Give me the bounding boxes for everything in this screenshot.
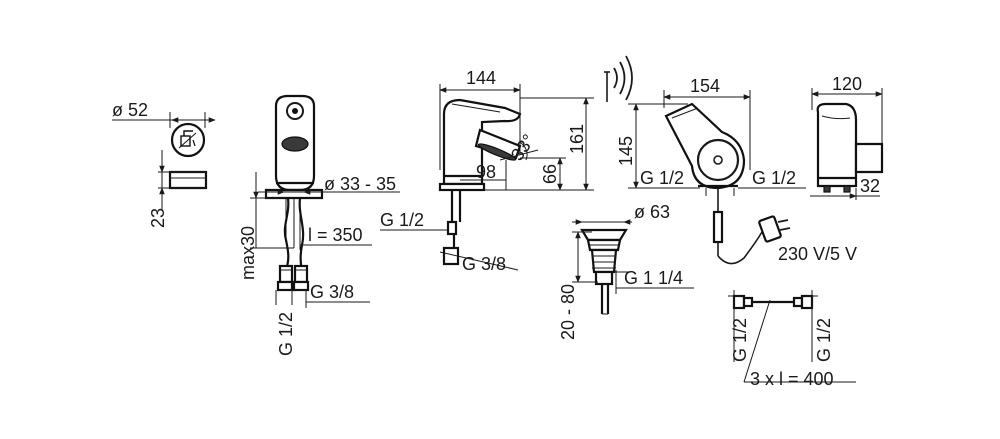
width-32-label: 32: [860, 176, 880, 196]
thread-g12-left-label: G 1/2: [276, 312, 296, 356]
width-144-label: 144: [466, 68, 496, 88]
control-unit: 154 145 G 1/2 G 1/2 230 V/5 V: [604, 55, 857, 265]
diameter-33-35-label: ø 33 - 35: [324, 174, 396, 194]
diameter-63-label: ø 63: [634, 202, 670, 222]
power-supply-label: 230 V/5 V: [778, 244, 857, 264]
power-plug-icon: [758, 215, 791, 243]
thread-g12-hose1-label: G 1/2: [730, 318, 750, 362]
thread-g12-r1-label: G 1/2: [640, 168, 684, 188]
cap-top-view: ø 52 23: [112, 100, 216, 228]
connection-hose: G 1/2 G 1/2 3 x l = 400: [728, 290, 856, 389]
thread-g12-hose2-label: G 1/2: [814, 318, 834, 362]
tap-front-view: ø 33 - 35 max30 l = 350 G 3/8 G 1/2: [238, 94, 400, 356]
height-23-label: 23: [148, 208, 168, 228]
height-161-label: 161: [567, 124, 587, 154]
width-154-label: 154: [690, 76, 720, 96]
tap-side-view: 144 161 33° 98 66 G 1/2 G 3/8: [380, 68, 594, 274]
waste-valve: ø 63 20 - 80 G 1 1/4: [558, 202, 694, 340]
width-120-label: 120: [832, 74, 862, 94]
height-66-label: 66: [540, 164, 560, 184]
max30-label: max30: [238, 226, 258, 280]
thread-g114-label: G 1 1/4: [624, 268, 683, 288]
diameter-52-label: ø 52: [112, 100, 148, 120]
control-unit-side: 120 32: [810, 74, 884, 200]
faucet-sensor-icon: [178, 130, 197, 149]
thread-g12-r2-label: G 1/2: [752, 168, 796, 188]
height-20-80-label: 20 - 80: [558, 284, 578, 340]
dimension-98-label: 98: [476, 162, 496, 182]
thread-g38-left-label: G 3/8: [310, 282, 354, 302]
wireless-signal-icon: [604, 55, 633, 102]
thread-g38-mid-label: G 3/8: [462, 254, 506, 274]
thread-g12-mid-label: G 1/2: [380, 210, 424, 230]
hose-length-350-label: l = 350: [308, 225, 363, 245]
hose-count-length-label: 3 x l = 400: [750, 369, 834, 389]
height-145-label: 145: [616, 136, 636, 166]
